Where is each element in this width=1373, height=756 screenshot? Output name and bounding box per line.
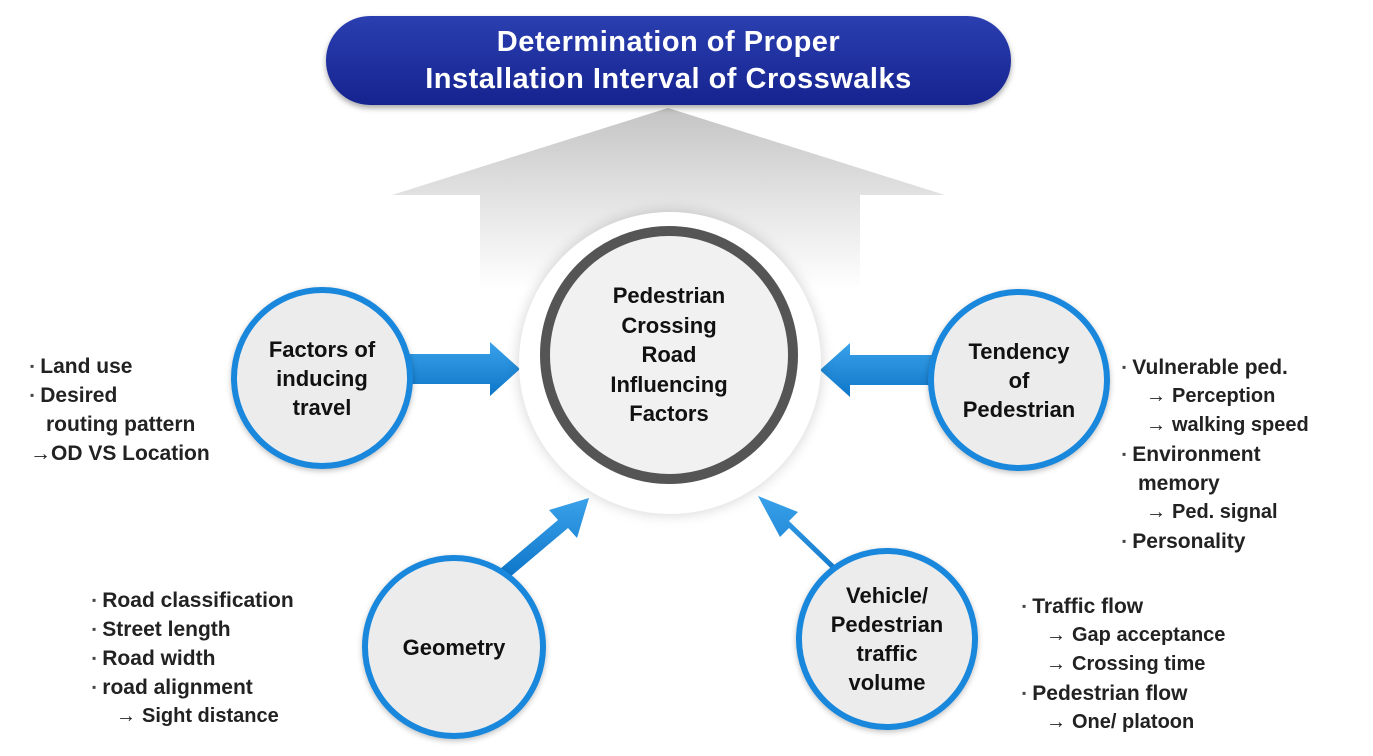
inducing-factor-list: ▪ Land use ▪ Desired routing pattern →OD VS L…: [30, 352, 210, 468]
list-item-text: walking speed: [1172, 414, 1309, 436]
circle-line: Factors of: [268, 336, 376, 362]
circle-line: volume: [848, 670, 926, 695]
arrow-icon: →: [1046, 653, 1066, 675]
circle-line: Vehicle/: [846, 583, 928, 608]
bullet-icon: ▪: [92, 680, 97, 694]
list-item-text: Environment: [1132, 443, 1261, 466]
list-item-text: road alignment: [102, 676, 253, 699]
list-item-text: routing pattern: [46, 413, 196, 436]
arrow-icon: →: [1146, 385, 1166, 407]
circle-tendency: Tendency of Pedestrian: [928, 289, 1110, 471]
list-item-text: Ped. signal: [1172, 501, 1278, 523]
bullet-icon: ▪: [1122, 447, 1127, 461]
bullet-icon: ▪: [92, 622, 97, 636]
arrow-volume: [758, 496, 845, 582]
volume-factor-list: ▪ Traffic flow → Gap acceptance → Crossing ti…: [1022, 592, 1225, 737]
center-line: Crossing: [621, 312, 717, 338]
bullet-icon: ▪: [30, 388, 35, 402]
list-item: ▪ Land use: [30, 352, 210, 381]
circle-inducing: Factors of inducing travel: [231, 287, 413, 469]
arrow-tendency: [820, 343, 950, 397]
bullet-icon: ▪: [30, 359, 35, 373]
circle-geometry: Geometry: [362, 555, 546, 739]
center-line: Influencing: [610, 371, 728, 397]
title-banner: Determination of Proper Installation Int…: [326, 16, 1011, 105]
list-item: ▪ Environment: [1122, 440, 1309, 469]
bullet-icon: ▪: [92, 651, 97, 665]
list-item-text: Crossing time: [1072, 653, 1206, 675]
title-line-2: Installation Interval of Crosswalks: [425, 62, 912, 95]
list-item: → Gap acceptance: [1022, 621, 1225, 650]
circle-line: Pedestrian: [830, 612, 944, 637]
list-item: → Perception: [1122, 382, 1309, 411]
bullet-icon: ▪: [1022, 686, 1027, 700]
list-item-text: memory: [1138, 472, 1220, 495]
list-item-text: OD VS Location: [51, 442, 210, 465]
list-item-text: Street length: [102, 618, 231, 641]
list-item: ▪ Road width: [92, 644, 294, 673]
center-line: Factors: [629, 401, 709, 427]
list-item-text: Road width: [102, 647, 216, 670]
arrow-inducing: [395, 342, 520, 396]
arrow-icon: →: [1046, 711, 1066, 733]
list-item: ▪ Personality: [1122, 527, 1309, 556]
upward-chevron-arrow: [392, 108, 945, 290]
circle-line: Geometry: [402, 634, 506, 660]
center-line: Pedestrian: [612, 283, 726, 309]
center-circle: Pedestrian Crossing Road Influencing Fac…: [540, 226, 798, 484]
geometry-factor-list: ▪ Road classification ▪ Street length ▪ Road …: [92, 586, 294, 731]
list-item: → Ped. signal: [1122, 498, 1309, 527]
list-item: ▪ Road classification: [92, 586, 294, 615]
circle-line: Pedestrian: [962, 396, 1076, 422]
list-item-text: One/ platoon: [1072, 711, 1195, 733]
list-item-text: Sight distance: [142, 705, 279, 727]
list-item: routing pattern: [30, 410, 210, 439]
list-item-text: Personality: [1132, 530, 1246, 553]
list-item-text: Perception: [1172, 385, 1276, 407]
list-item-text: Road classification: [102, 589, 294, 612]
title-line-1: Determination of Proper: [496, 25, 841, 58]
list-item: ▪ road alignment: [92, 673, 294, 702]
circle-line: of: [1008, 367, 1030, 393]
arrow-icon: →: [1146, 501, 1166, 523]
list-item: →OD VS Location: [30, 439, 210, 468]
circle-line: traffic: [856, 641, 918, 666]
list-item: → Crossing time: [1022, 650, 1225, 679]
list-item: memory: [1122, 469, 1309, 498]
circle-volume: Vehicle/ Pedestrian traffic volume: [796, 548, 978, 730]
list-item: ▪ Traffic flow: [1022, 592, 1225, 621]
bullet-icon: ▪: [92, 593, 97, 607]
list-item: ▪ Street length: [92, 615, 294, 644]
bullet-icon: ▪: [1022, 599, 1027, 613]
list-item-text: Land use: [40, 355, 133, 378]
bullet-icon: ▪: [1122, 534, 1127, 548]
arrow-geometry: [500, 498, 589, 577]
list-item: ▪ Pedestrian flow: [1022, 679, 1225, 708]
list-item: → walking speed: [1122, 411, 1309, 440]
list-item-text: Desired: [40, 384, 118, 407]
list-item-text: Pedestrian flow: [1032, 682, 1188, 705]
arrow-icon: →: [1046, 624, 1066, 646]
list-item-text: Traffic flow: [1032, 595, 1144, 618]
arrow-icon: →: [1146, 414, 1166, 436]
list-item: → Sight distance: [92, 702, 294, 731]
arrow-icon: →: [116, 705, 136, 727]
circle-line: Tendency: [968, 338, 1070, 364]
list-item: → One/ platoon: [1022, 708, 1225, 737]
list-item-text: Gap acceptance: [1072, 624, 1226, 646]
list-item-text: Vulnerable ped.: [1132, 356, 1288, 379]
bullet-icon: ▪: [1122, 360, 1127, 374]
tendency-factor-list: ▪ Vulnerable ped. → Perception → walking spee…: [1122, 353, 1309, 556]
circle-line: travel: [292, 394, 352, 420]
list-item: ▪ Desired: [30, 381, 210, 410]
center-line: Road: [641, 342, 697, 368]
list-item: ▪ Vulnerable ped.: [1122, 353, 1309, 382]
arrow-icon: →: [30, 442, 51, 465]
circle-line: inducing: [276, 365, 368, 391]
